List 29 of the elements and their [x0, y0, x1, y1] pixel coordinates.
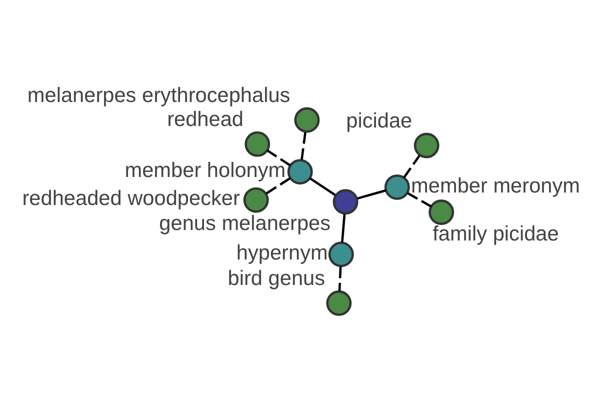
node-label: bird genus	[228, 267, 326, 290]
node-circle	[326, 290, 352, 316]
node-circle	[328, 242, 354, 268]
node-label: genus melanerpes	[159, 212, 331, 236]
connector	[300, 132, 306, 160]
node-label: melanerpes erythrocephalus	[27, 84, 290, 107]
connector	[406, 192, 432, 208]
node-circle	[414, 132, 440, 158]
node-circle	[287, 159, 313, 185]
node-label: member holonym	[124, 158, 286, 182]
node-circle	[428, 200, 454, 225]
node-label: member meronym	[411, 174, 580, 198]
node-circle	[243, 187, 269, 213]
connector	[338, 266, 342, 292]
node-circle	[332, 189, 358, 215]
connector	[266, 177, 291, 195]
node-circle	[384, 174, 410, 200]
connector	[403, 155, 420, 178]
node-circle	[294, 107, 320, 133]
node-label: family picidae	[432, 222, 559, 246]
node-circle	[244, 131, 270, 157]
connector	[357, 189, 386, 200]
connector	[309, 177, 336, 196]
connector	[266, 150, 291, 166]
connector	[341, 214, 346, 242]
node-label: picidae	[346, 109, 412, 132]
node-label: redhead	[167, 108, 244, 132]
node-label: hypernym	[236, 241, 328, 264]
node-label: redheaded woodpecker	[22, 187, 240, 210]
